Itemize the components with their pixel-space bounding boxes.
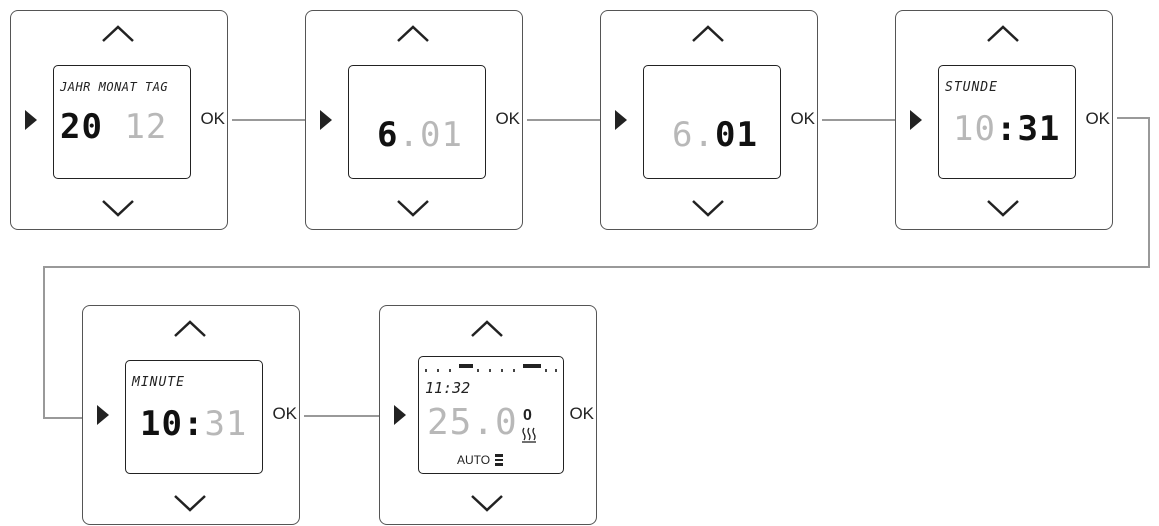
active-digits: 10 (140, 404, 183, 444)
value-display: 10:31 (140, 404, 248, 444)
down-arrow-icon[interactable] (101, 199, 135, 217)
up-arrow-icon[interactable] (101, 25, 135, 43)
field-label: STUNDE (945, 80, 998, 95)
ok-button[interactable]: OK (200, 109, 225, 128)
active-digits: 6 (377, 115, 399, 155)
step-panel-1: JAHR MONAT TAG 20 12 OK (10, 10, 228, 230)
lcd-screen: 6.01 (348, 65, 486, 179)
lcd-screen: JAHR MONAT TAG 20 12 (53, 65, 191, 179)
lcd-screen: 6.01 (643, 65, 781, 179)
down-arrow-icon[interactable] (986, 199, 1020, 217)
field-label: JAHR MONAT TAG (60, 80, 169, 94)
active-digits: 01 (714, 115, 758, 155)
inactive-digits: 6 (672, 115, 694, 155)
up-arrow-icon[interactable] (173, 320, 207, 338)
step-panel-2: 6.01 OK (305, 10, 523, 230)
value-display: 6.01 (672, 115, 758, 155)
step-panel-4: STUNDE 10:31 OK (895, 10, 1113, 230)
active-digits: 31 (1017, 109, 1061, 149)
schedule-bar (425, 363, 557, 373)
ok-button[interactable]: OK (495, 109, 520, 128)
down-arrow-icon[interactable] (470, 494, 504, 512)
up-arrow-icon[interactable] (691, 25, 725, 43)
select-arrow-icon[interactable] (25, 110, 37, 130)
lcd-screen: 11:32 25.0 0 AUTO (418, 356, 564, 474)
select-arrow-icon[interactable] (615, 110, 627, 130)
inactive-digits: 10 (953, 109, 996, 149)
select-arrow-icon[interactable] (910, 110, 922, 130)
zero-indicator: 0 (523, 407, 532, 424)
mode-status-icon (495, 453, 503, 466)
heat-waves-icon (521, 427, 537, 443)
step-panel-3: 6.01 OK (600, 10, 818, 230)
temperature-value: 25.0 (427, 402, 518, 443)
down-arrow-icon[interactable] (691, 199, 725, 217)
ok-button[interactable]: OK (272, 404, 297, 423)
ok-button[interactable]: OK (1085, 109, 1110, 128)
schedule-segment (523, 364, 541, 368)
inactive-digits: 12 (124, 107, 168, 147)
ok-button[interactable]: OK (790, 109, 815, 128)
active-digits: 20 (60, 107, 103, 147)
up-arrow-icon[interactable] (396, 25, 430, 43)
main-display-panel: 11:32 25.0 0 AUTO OK (379, 305, 597, 525)
ok-button[interactable]: OK (569, 404, 594, 423)
value-display: 6.01 (377, 115, 463, 155)
select-arrow-icon[interactable] (320, 110, 332, 130)
connector-4-5 (43, 117, 1150, 419)
down-arrow-icon[interactable] (396, 199, 430, 217)
down-arrow-icon[interactable] (173, 494, 207, 512)
inactive-digits: 01 (419, 115, 463, 155)
up-arrow-icon[interactable] (470, 320, 504, 338)
inactive-digits: 31 (204, 404, 248, 444)
step-panel-5: MINUTE 10:31 OK (82, 305, 300, 525)
lcd-screen: MINUTE 10:31 (125, 360, 263, 474)
mode-label: AUTO (457, 453, 491, 467)
select-arrow-icon[interactable] (394, 405, 406, 425)
up-arrow-icon[interactable] (986, 25, 1020, 43)
value-display: 10:31 (953, 109, 1061, 149)
lcd-screen: STUNDE 10:31 (938, 65, 1076, 179)
schedule-segment (459, 364, 473, 368)
clock-time: 11:32 (425, 379, 471, 397)
select-arrow-icon[interactable] (97, 405, 109, 425)
field-label: MINUTE (132, 375, 185, 390)
value-display: 20 12 (60, 110, 167, 144)
